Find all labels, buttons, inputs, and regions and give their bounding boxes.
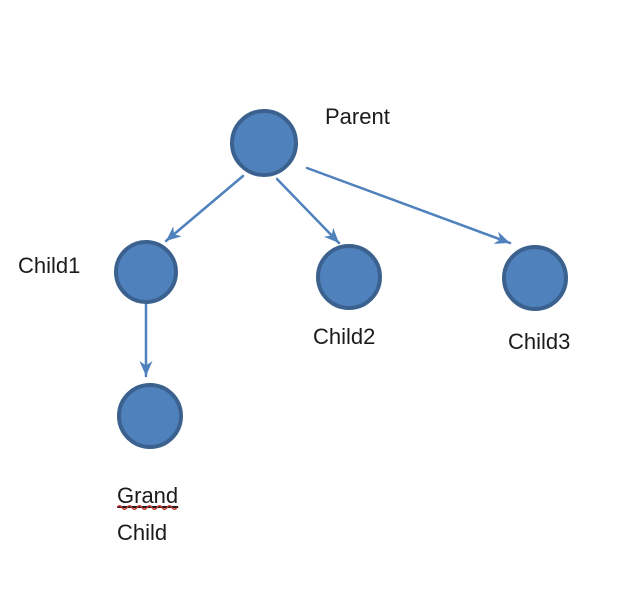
edge-parent-child1[interactable] xyxy=(164,174,245,243)
node-child1[interactable] xyxy=(114,240,178,304)
node-child2[interactable] xyxy=(316,244,382,310)
node-label-parent[interactable]: Parent xyxy=(325,104,390,129)
node-child3[interactable] xyxy=(502,245,568,311)
edge-parent-child3[interactable] xyxy=(305,166,512,245)
node-label-child1[interactable]: Child1 xyxy=(18,253,81,278)
grandchild-word-grand: Grand xyxy=(117,483,179,508)
grandchild-label-line1: Grand xyxy=(117,477,178,514)
node-grandchild[interactable] xyxy=(117,383,183,449)
node-label-grandchild[interactable]: Grand Child xyxy=(117,477,178,551)
spellcheck-squiggle-icon xyxy=(117,505,178,510)
grandchild-label-line2: Child xyxy=(117,520,168,545)
edge-parent-child2[interactable] xyxy=(275,177,341,245)
node-parent[interactable] xyxy=(230,109,298,177)
node-label-child3[interactable]: Child3 xyxy=(508,329,571,354)
node-label-child2[interactable]: Child2 xyxy=(313,324,376,349)
